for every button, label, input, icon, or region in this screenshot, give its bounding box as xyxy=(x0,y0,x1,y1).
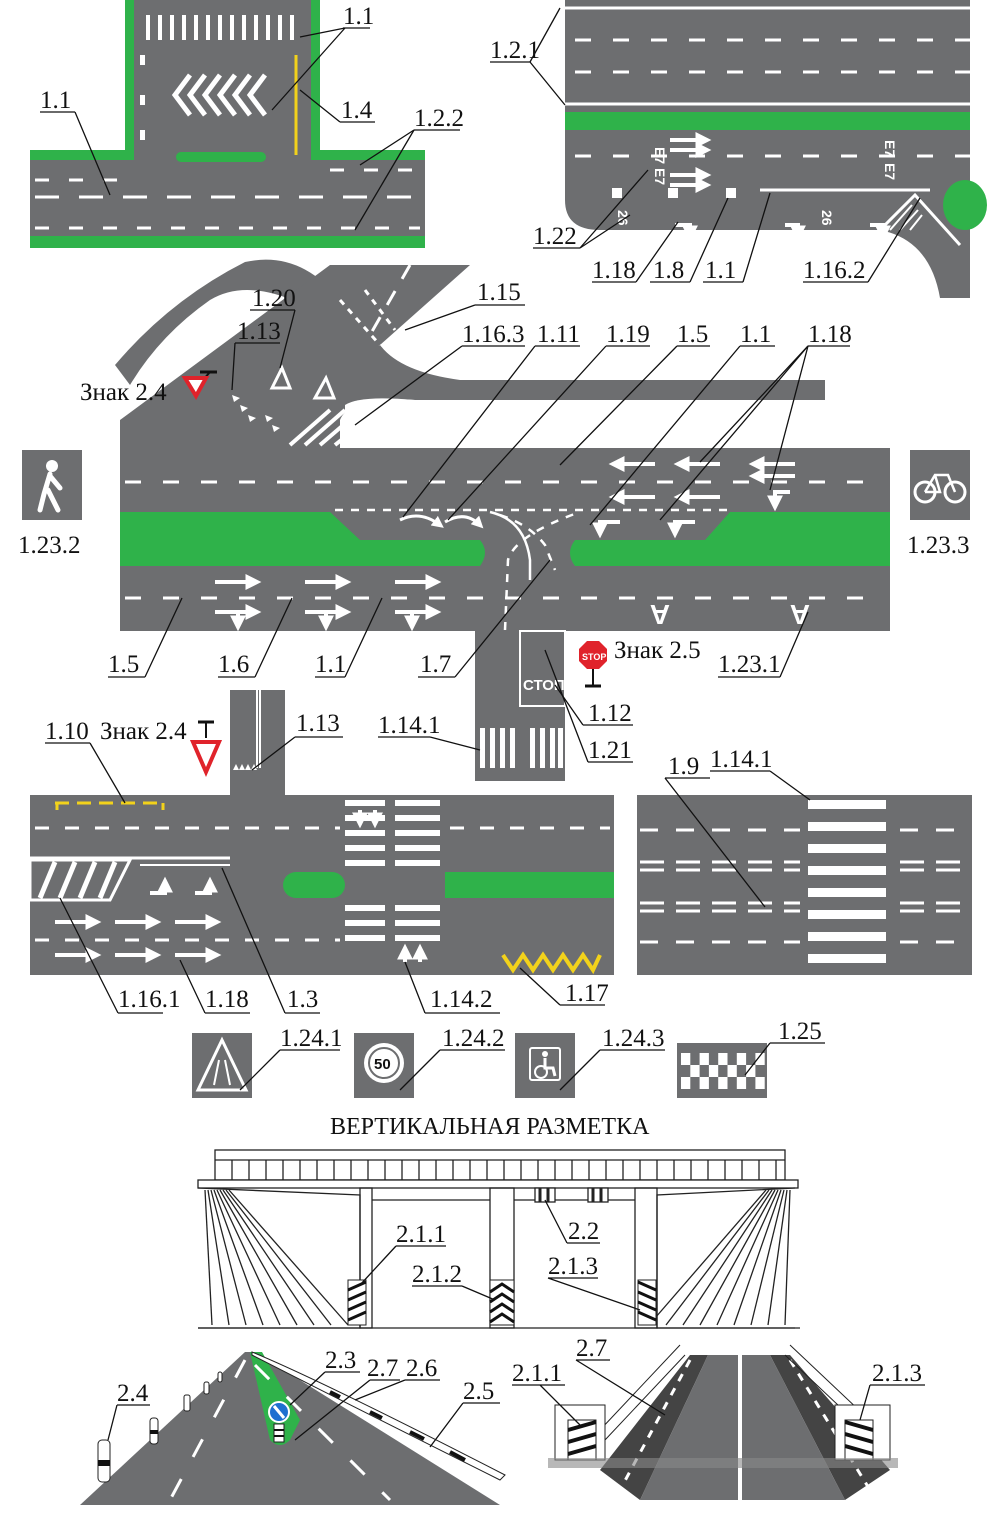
label: 2.1.1 xyxy=(512,1360,562,1387)
label: 1.23.3 xyxy=(907,532,970,559)
label: 1.11 xyxy=(537,321,580,348)
label: 1.18 xyxy=(592,257,636,284)
route-number-26: 26 xyxy=(819,210,835,226)
panel-multilane-road xyxy=(637,795,972,975)
route-number-e7: E7 xyxy=(882,140,898,157)
label: Знак 2.4 xyxy=(100,718,187,745)
label: 1.5 xyxy=(677,321,708,348)
label: 1.1 xyxy=(740,321,771,348)
label: 2.4 xyxy=(117,1380,149,1407)
label: Знак 2.4 xyxy=(80,379,167,406)
label: 1.17 xyxy=(565,980,609,1007)
label: Знак 2.5 xyxy=(614,637,701,664)
label: 1.12 xyxy=(588,700,632,727)
checker-marking-1-25 xyxy=(677,1043,767,1098)
speed-limit-icon: 50 xyxy=(354,1033,414,1098)
sign-marking-1-24-1 xyxy=(192,1033,252,1098)
pillar-stripes xyxy=(348,1280,656,1325)
label: 1.1 xyxy=(343,3,374,30)
label: 2.6 xyxy=(406,1355,437,1382)
label: 2.2 xyxy=(568,1218,599,1245)
disabled-person-icon xyxy=(515,1033,575,1098)
label: 1.6 xyxy=(218,651,249,678)
pedestrian-icon xyxy=(22,450,82,520)
yield-sign-icon xyxy=(193,722,219,772)
label: 1.4 xyxy=(341,97,373,124)
label: 1.9 xyxy=(668,753,699,780)
label: 2.7 xyxy=(576,1335,607,1362)
label: 1.14.1 xyxy=(710,746,773,773)
label: 1.18 xyxy=(808,321,852,348)
label: 1.24.2 xyxy=(442,1025,505,1052)
bicycle-icon xyxy=(910,450,970,520)
label: 1.20 xyxy=(252,285,296,312)
bus-lane-marking: A xyxy=(650,599,670,630)
label: 1.2.2 xyxy=(414,105,464,132)
route-number-e7: E7 xyxy=(652,147,668,164)
label: 1.23.2 xyxy=(18,532,81,559)
label: 1.18 xyxy=(205,986,249,1013)
bridge-approach xyxy=(548,1345,898,1500)
label: 1.3 xyxy=(287,986,318,1013)
label: 2.1.2 xyxy=(412,1261,462,1288)
label: 1.14.2 xyxy=(430,986,493,1013)
label: 2.1.3 xyxy=(548,1253,598,1280)
label: 1.21 xyxy=(588,737,632,764)
label: 1.5 xyxy=(108,651,139,678)
label: 1.15 xyxy=(477,279,521,306)
label: 1.13 xyxy=(237,318,281,345)
label: 1.23.1 xyxy=(718,651,781,678)
label: 2.5 xyxy=(463,1378,494,1405)
label: 1.7 xyxy=(420,651,451,678)
vertical-marking-title: ВЕРТИКАЛЬНАЯ РАЗМЕТКА xyxy=(330,1114,650,1140)
label: 1.16.3 xyxy=(462,321,525,348)
label: 1.25 xyxy=(778,1018,822,1045)
label: 2.3 xyxy=(325,1347,356,1374)
label: 1.1 xyxy=(40,87,71,114)
label: 1.1 xyxy=(315,651,346,678)
perspective-road xyxy=(80,1352,505,1505)
route-number-e7: E7 xyxy=(652,168,668,185)
label: 1.16.2 xyxy=(803,257,866,284)
label: 1.22 xyxy=(533,223,577,250)
label: 1.24.3 xyxy=(602,1025,665,1052)
label: 2.1.3 xyxy=(872,1360,922,1387)
label: 1.8 xyxy=(653,257,684,284)
label: 2.1.1 xyxy=(396,1221,446,1248)
label: 2.7 xyxy=(367,1355,398,1382)
stop-sign-icon: STOP xyxy=(579,641,607,686)
label: 1.2.1 xyxy=(490,37,540,64)
speed-limit-value: 50 xyxy=(374,1056,391,1073)
stop-sign-text: STOP xyxy=(582,652,606,662)
label: 1.24.1 xyxy=(280,1025,343,1052)
panel-motorway: E7 E7 E7 E7 26 26 xyxy=(565,0,987,298)
label: 1.19 xyxy=(606,321,650,348)
label: 1.10 xyxy=(45,718,89,745)
label: 1.1 xyxy=(705,257,736,284)
label: 1.14.1 xyxy=(378,712,441,739)
route-number-e7: E7 xyxy=(882,163,898,180)
label: 1.13 xyxy=(296,710,340,737)
label: 1.16.1 xyxy=(118,986,181,1013)
